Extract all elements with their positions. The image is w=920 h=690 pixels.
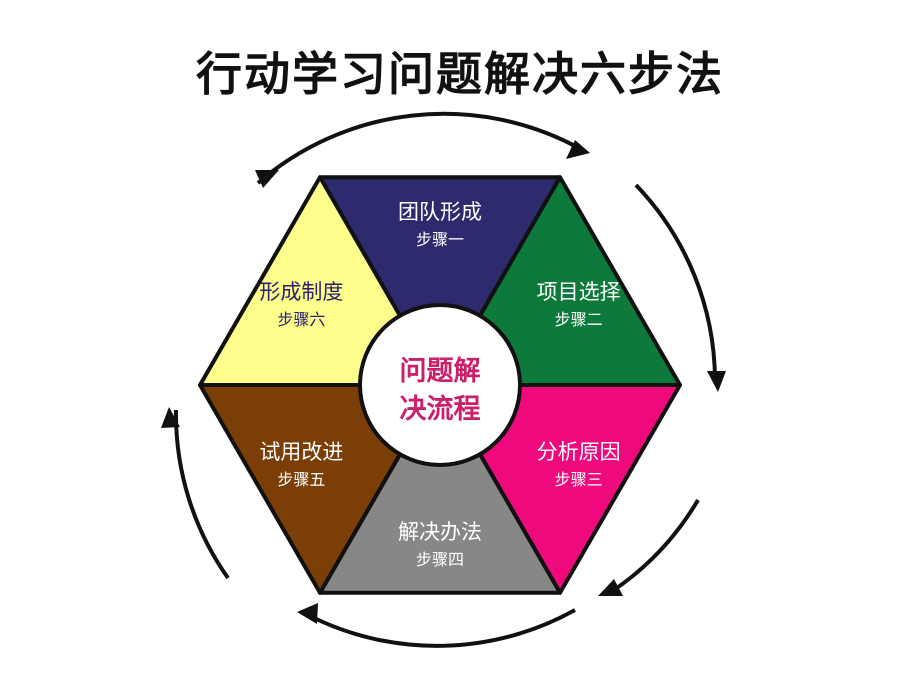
cycle-arrowhead-icon xyxy=(297,603,318,624)
center-label-line2: 决流程 xyxy=(400,394,481,425)
cycle-arc-bottom xyxy=(309,608,576,648)
step-name-project-selection: 项目选择 xyxy=(537,280,621,304)
cycle-arrowhead-icon xyxy=(707,371,726,392)
center-label-line1: 问题解 xyxy=(400,356,481,387)
step-name-team-formation: 团队形成 xyxy=(398,200,482,224)
step-number-team-formation: 步骤一 xyxy=(416,230,464,249)
step-name-solutions: 解决办法 xyxy=(398,520,482,544)
step-name-trial-improvement: 试用改进 xyxy=(259,440,343,464)
step-number-project-selection: 步骤二 xyxy=(555,310,603,329)
cycle-arc-lower-right xyxy=(609,498,700,594)
cycle-arrowhead-icon xyxy=(161,407,180,428)
cycle-arrowhead-icon xyxy=(598,579,623,596)
center-hub xyxy=(358,303,522,467)
step-name-institutionalization: 形成制度 xyxy=(259,280,343,304)
step-name-cause-analysis: 分析原因 xyxy=(537,440,621,464)
step-number-cause-analysis: 步骤三 xyxy=(555,470,603,489)
cycle-arrowhead-icon xyxy=(255,170,279,188)
page-title: 行动学习问题解决六步法 xyxy=(196,47,724,101)
step-number-solutions: 步骤四 xyxy=(416,550,464,569)
cycle-arrowhead-icon xyxy=(566,140,590,159)
cycle-arc-top xyxy=(256,111,578,185)
cycle-arc-right xyxy=(634,183,717,381)
cycle-arc-left xyxy=(173,409,230,580)
step-number-trial-improvement: 步骤五 xyxy=(277,470,325,489)
step-number-institutionalization: 步骤六 xyxy=(277,310,325,329)
cycle-ring xyxy=(173,111,717,648)
